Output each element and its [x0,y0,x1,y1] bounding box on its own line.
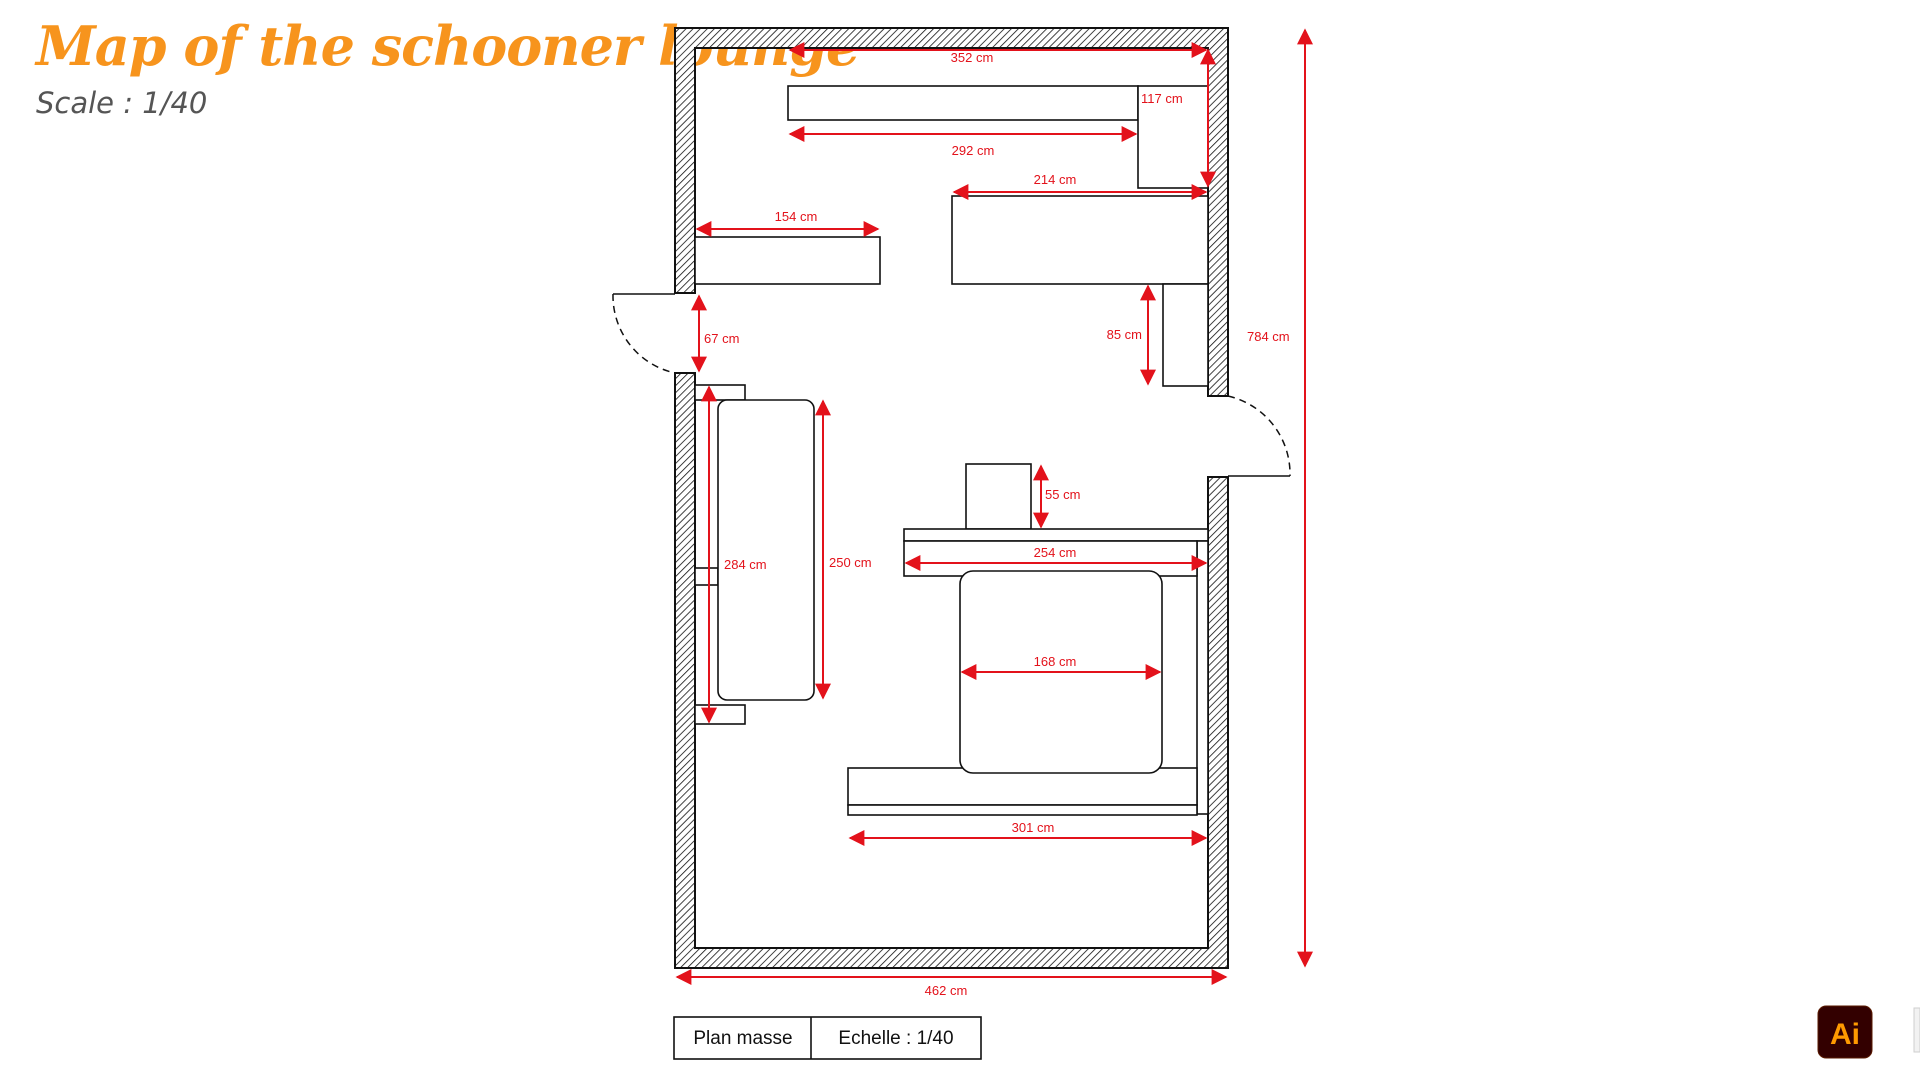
dim-label-top-wall: 352 cm [951,50,994,65]
side-rail [1196,540,1209,815]
plan-label: Plan masse [693,1028,792,1049]
door-right-swing [1227,395,1291,477]
app-badge-label: Ai [1830,1018,1860,1051]
dim-label-total-height: 784 cm [1247,329,1290,344]
corner-cabinet [1137,85,1209,189]
scale-subtitle: Scale : 1/40 [36,86,208,120]
right-wall-column [1162,283,1209,387]
title-block: Plan masse Echelle : 1/40 [673,1016,982,1060]
dim-label-rug: 168 cm [1034,654,1077,669]
right-desk [951,195,1209,285]
walls [674,27,1229,969]
doors [612,293,1291,477]
wall-unit-middle [694,567,719,586]
dim-label-step: 55 cm [1045,487,1080,502]
dim-label-total-width: 462 cm [925,983,968,998]
dimension-labels: 352 cm 117 cm 292 cm 214 cm 154 cm 67 cm… [704,50,1290,998]
dim-label-left-wall-unit: 284 cm [724,557,767,572]
door-left-swing [612,293,676,374]
adobe-illustrator-icon[interactable]: Ai [1817,1005,1873,1059]
sofa [717,399,815,701]
dim-label-table-top: 254 cm [1034,545,1077,560]
dimension-lines [675,28,1313,985]
wall-unit-bottom [694,704,746,725]
bottom-console-base [847,804,1198,816]
dim-label-shelf-depth: 117 cm [1141,91,1183,106]
dim-label-door-left: 67 cm [704,331,739,346]
furniture [694,85,1209,816]
dim-label-table-bottom: 301 cm [1012,820,1055,835]
top-shelf [787,85,1139,121]
dim-label-sofa: 250 cm [829,555,872,570]
window-edge-fragment [1913,1007,1920,1053]
dim-label-top-shelf: 292 cm [952,143,995,158]
scale-label: Echelle : 1/40 [838,1028,953,1049]
dim-label-right-desk: 214 cm [1034,172,1077,187]
dim-label-gap: 85 cm [1107,327,1142,342]
left-bench [694,236,881,285]
dim-label-left-bench: 154 cm [775,209,818,224]
top-console [903,528,1209,542]
wall-top-left-right [674,27,1229,397]
fireplace [965,463,1032,530]
title-block-frame [673,1016,982,1060]
wall-bottom [674,372,1229,969]
wall-unit-top [694,384,746,401]
